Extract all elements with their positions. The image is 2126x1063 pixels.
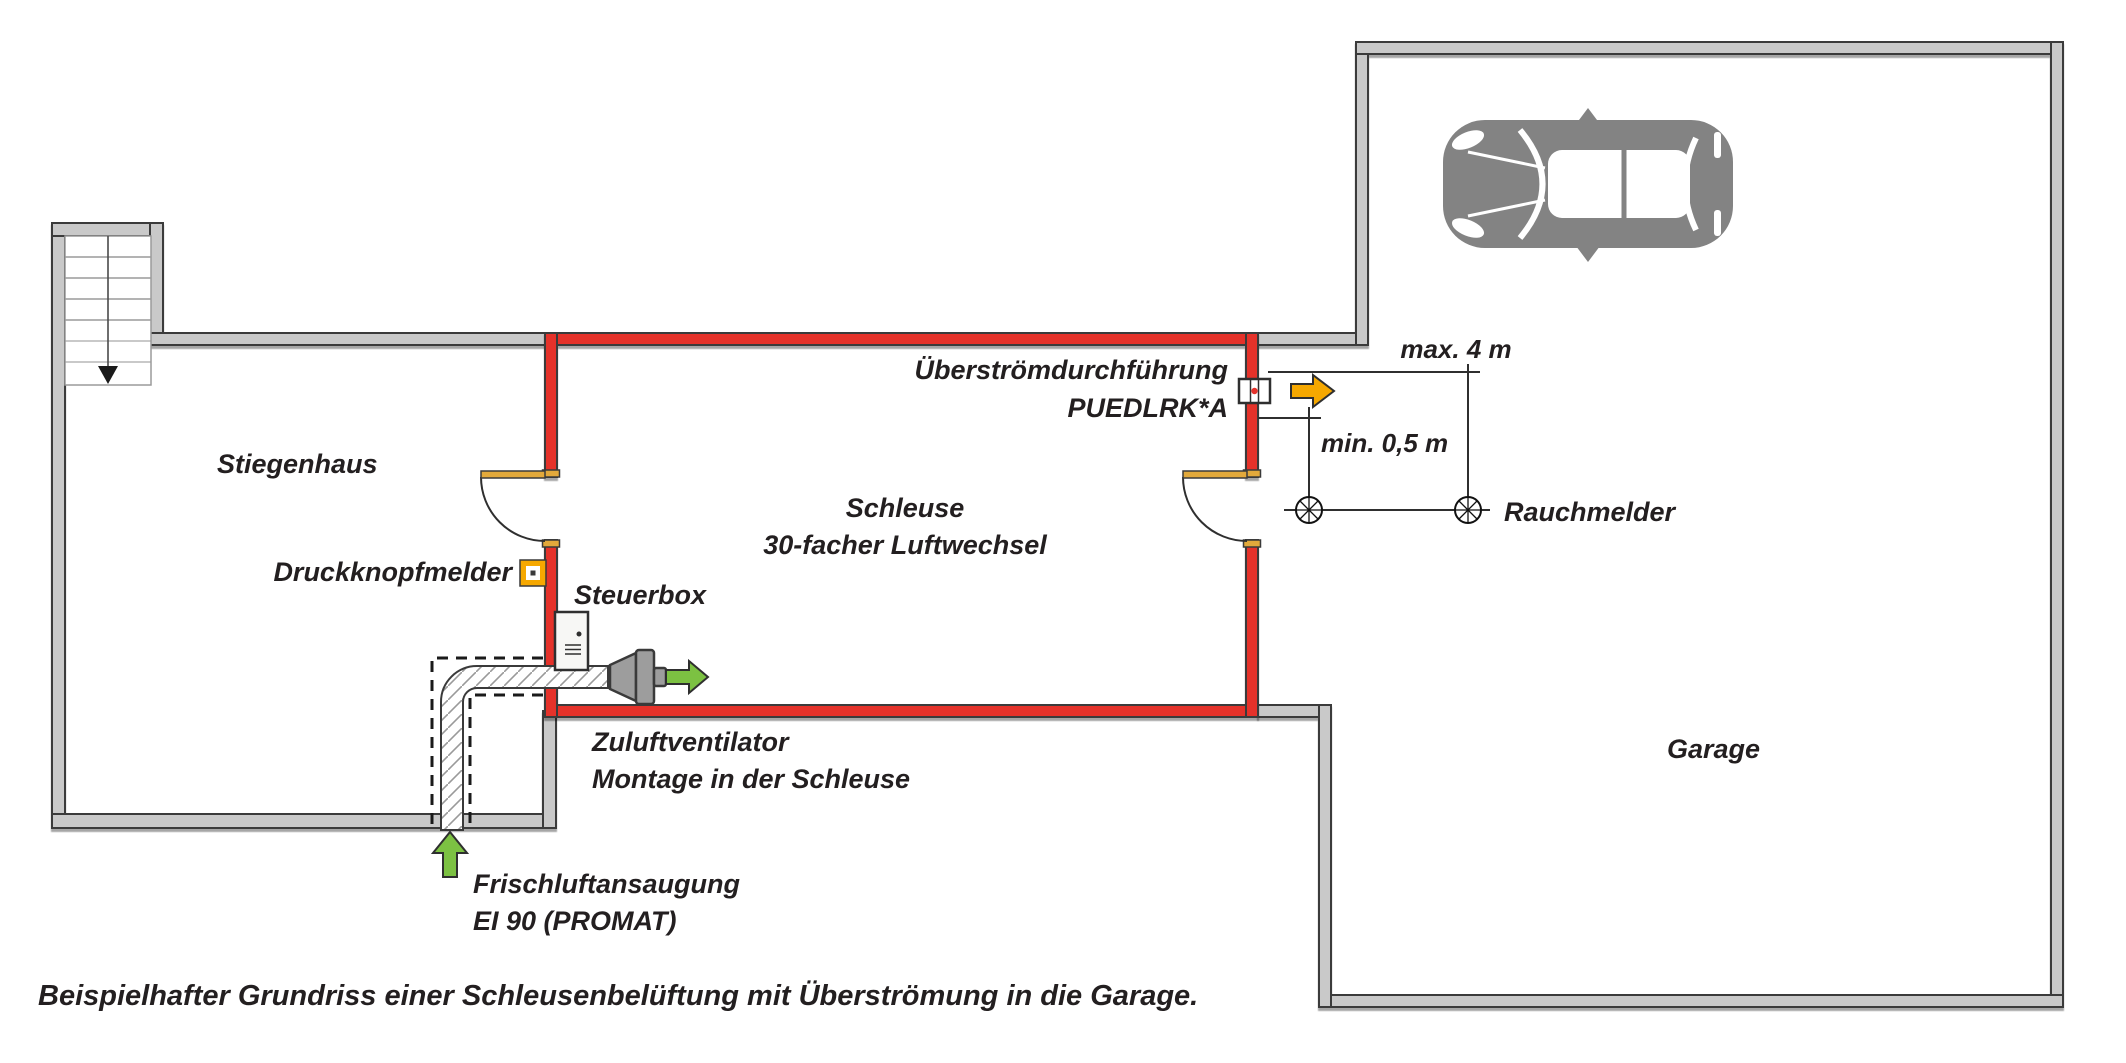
wall-stiegenhaus-left (51, 222, 66, 829)
stairs-icon (64, 235, 152, 386)
wall-connector-top (1257, 332, 1369, 346)
room-label-garage: Garage (1667, 734, 1761, 764)
door-cap (1242, 539, 1262, 548)
redwall-top (544, 332, 1259, 346)
label-frischluftansaugung: Frischluftansaugung EI 90 (PROMAT) (473, 866, 740, 940)
redwall-left-upper (544, 332, 558, 478)
room-label-schleuse: Schleuse 30-facher Luftwechsel (655, 490, 1155, 564)
wall-stiegenhaus-bottom (51, 813, 557, 829)
redwall-right-lower (1245, 539, 1259, 718)
smoke-detector-symbol (1295, 496, 1323, 524)
figure-caption: Beispielhafter Grundriss einer Schleusen… (38, 980, 1199, 1012)
supply-fan-icon (608, 648, 668, 706)
wall-stiegenhaus-upper (149, 332, 549, 346)
label-druckknopfmelder: Druckknopfmelder (273, 557, 512, 587)
label-ueberstroemdurchfuehrung: Überströmdurchführung PUEDLRK*A (828, 351, 1229, 427)
overflow-arrow-right-icon (1290, 372, 1336, 410)
wall-stiegenhaus-top (51, 222, 164, 237)
smoke-detector-symbol (1454, 496, 1482, 524)
zuluft-line2: Montage in der Schleuse (592, 764, 911, 794)
wall-stiegenhaus-right-lower (542, 710, 557, 829)
label-min-distance: min. 0,5 m (1321, 428, 1449, 458)
redwall-right-upper (1245, 332, 1259, 478)
ei90-enclosure-dashed (430, 656, 543, 828)
wall-garage-right (2050, 41, 2064, 1008)
label-rauchmelder: Rauchmelder (1504, 497, 1676, 527)
frischluft-line1: Frischluftansaugung (473, 869, 741, 899)
control-box-icon (553, 610, 590, 672)
door-right-swing (1182, 470, 1248, 542)
supply-air-duct (440, 665, 609, 831)
schleuse-line2: 30-facher Luftwechsel (763, 530, 1047, 560)
push-button-detector-icon (519, 559, 547, 587)
redwall-bottom (544, 704, 1259, 718)
frischluft-line2: EI 90 (PROMAT) (473, 906, 677, 936)
fresh-air-arrow-up-icon (430, 830, 470, 878)
ueberstroem-line1: Überströmdurchführung (914, 355, 1229, 385)
schleuse-line1: Schleuse (845, 493, 965, 523)
door-left-swing (480, 470, 546, 542)
room-label-stiegenhaus: Stiegenhaus (217, 449, 378, 479)
label-zuluftventilator: Zuluftventilator Montage in der Schleuse (592, 724, 910, 798)
stair-down-arrow-icon (98, 366, 118, 384)
ueberstroem-line2: PUEDLRK*A (1067, 393, 1228, 423)
label-max-distance: max. 4 m (1400, 334, 1512, 364)
zuluft-line1: Zuluftventilator (592, 727, 789, 757)
wall-garage-left-upper (1355, 41, 1369, 346)
wall-garage-bottom (1318, 994, 2064, 1008)
wall-stairwell-right (149, 222, 164, 346)
overflow-duct-device-icon (1237, 377, 1272, 405)
wall-garage-left-lower (1318, 704, 1332, 1008)
label-steuerbox: Steuerbox (574, 580, 707, 610)
door-cap (541, 539, 561, 548)
supply-airflow-arrow-right-icon (665, 658, 710, 696)
car-icon (1443, 108, 1733, 262)
wall-garage-top (1355, 41, 2064, 55)
